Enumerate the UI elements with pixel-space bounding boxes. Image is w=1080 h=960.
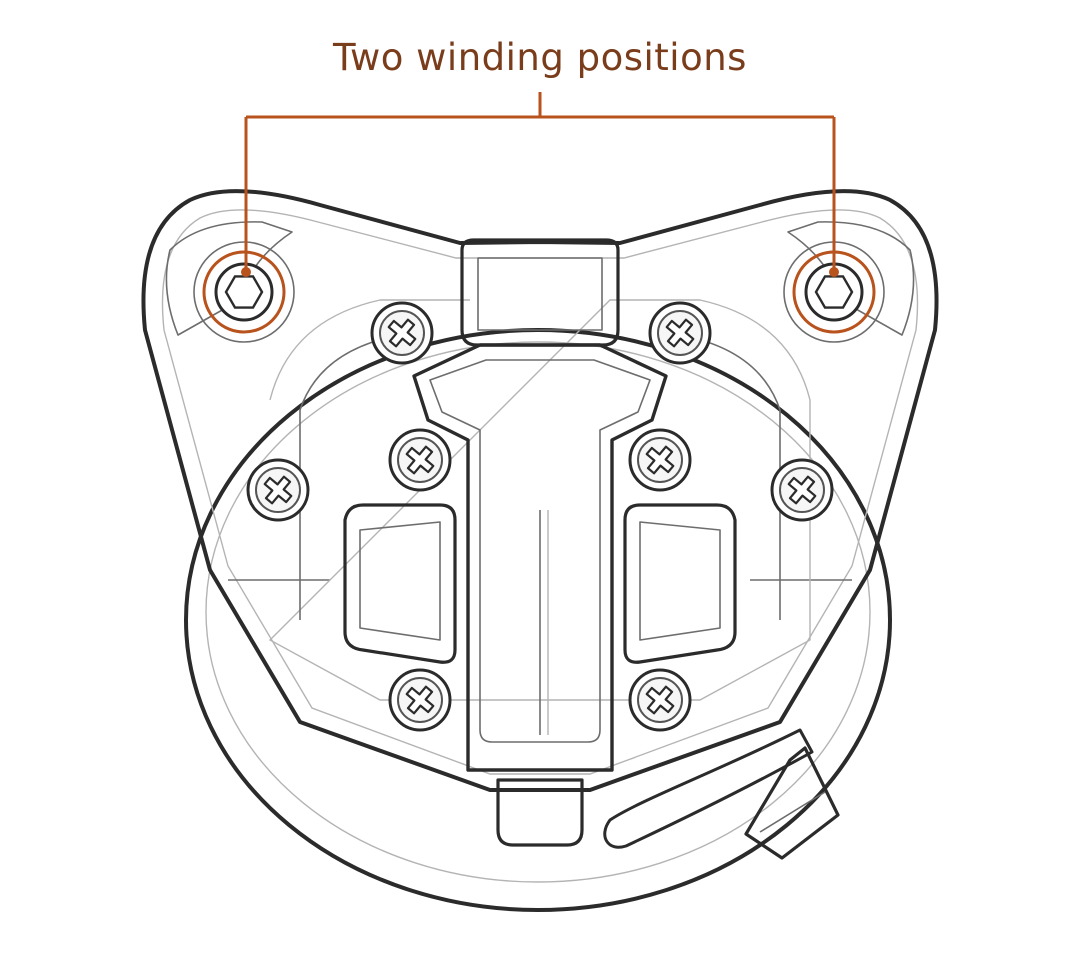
top-block <box>460 238 620 347</box>
bracket-plate <box>141 189 939 792</box>
screw-top-left <box>370 301 434 365</box>
screw-outer-right <box>770 458 834 522</box>
screw-top-right <box>648 301 712 365</box>
round-base <box>184 328 892 912</box>
callout-label: Two winding positions <box>333 36 747 79</box>
screw-mid-left <box>388 428 452 492</box>
right-window <box>623 503 737 664</box>
release-lever <box>603 728 840 860</box>
left-window <box>343 503 457 664</box>
left-winding-position <box>193 241 295 343</box>
right-leader-dot <box>829 267 839 277</box>
screw-mid-right <box>628 428 692 492</box>
screw-bottom-left <box>388 668 452 732</box>
callout-leader <box>241 92 839 277</box>
screw-bottom-right <box>628 668 692 732</box>
screw-outer-left <box>246 458 310 522</box>
bottom-tab <box>496 778 584 847</box>
left-leader-dot <box>241 267 251 277</box>
center-spine <box>412 343 668 772</box>
